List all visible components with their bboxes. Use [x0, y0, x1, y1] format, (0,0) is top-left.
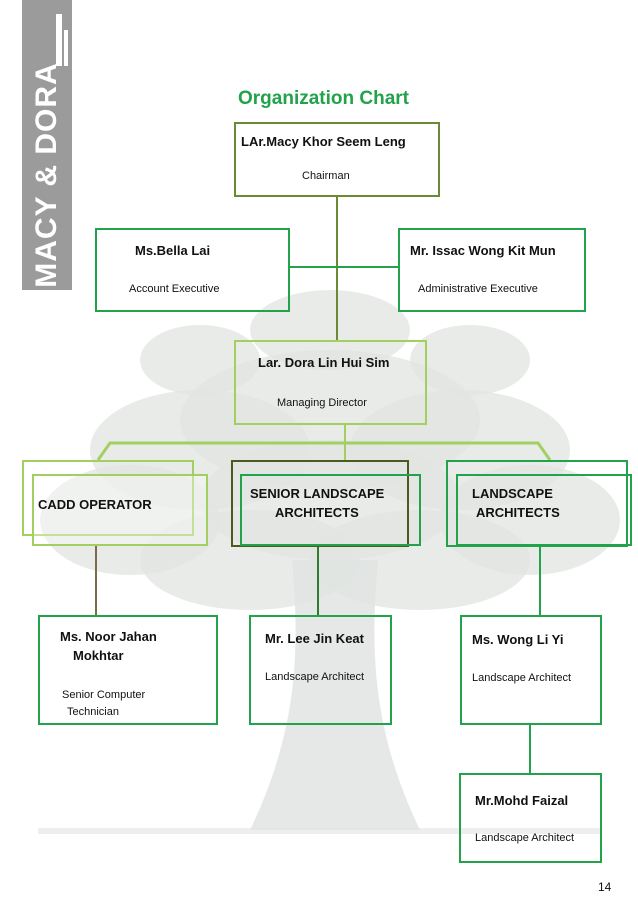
landscape-label-line2: ARCHITECTS	[476, 505, 560, 520]
cadd-label: CADD OPERATOR	[38, 497, 152, 512]
account-exec-name: Ms.Bella Lai	[135, 243, 211, 258]
noor-name-line2: Mokhtar	[73, 648, 124, 663]
lee-box	[249, 615, 392, 725]
account-exec-role: Account Executive	[129, 283, 220, 295]
md-box	[234, 340, 427, 425]
chart-title: Organization Chart	[238, 88, 410, 109]
landscape-box	[456, 474, 632, 546]
md-name: Lar. Dora Lin Hui Sim	[258, 355, 390, 370]
noor-role-line1: Senior Computer	[62, 689, 146, 701]
account-exec-box	[95, 228, 290, 312]
wong-role: Landscape Architect	[472, 672, 572, 684]
senior-box	[240, 474, 421, 546]
cadd-back-box	[22, 460, 194, 536]
tree-shape	[250, 290, 410, 370]
tree-shape	[140, 325, 260, 395]
noor-box	[38, 615, 218, 725]
chairman-box	[234, 122, 440, 197]
faizal-name: Mr.Mohd Faizal	[475, 793, 569, 808]
tree-shape	[410, 325, 530, 395]
wong-box	[460, 615, 602, 725]
landscape-label-line1: LANDSCAPE	[472, 486, 553, 501]
page-number: 14	[598, 880, 612, 894]
brand-band	[22, 0, 72, 290]
admin-exec-role: Administrative Executive	[418, 283, 538, 295]
senior-back-box	[231, 460, 409, 547]
tree-shape	[38, 828, 600, 834]
admin-exec-name: Mr. Issac Wong Kit Mun	[410, 243, 556, 258]
connector-departments-bus	[96, 441, 552, 461]
admin-exec-box	[398, 228, 586, 312]
lee-name: Mr. Lee Jin Keat	[265, 631, 364, 646]
chairman-name: LAr.Macy Khor Seem Leng	[241, 134, 406, 149]
chairman-role: Chairman	[302, 170, 350, 182]
faizal-role: Landscape Architect	[475, 832, 575, 844]
landscape-back-box	[446, 460, 628, 547]
lee-role: Landscape Architect	[265, 671, 365, 683]
senior-label-line1: SENIOR LANDSCAPE	[250, 486, 385, 501]
tree-shape	[250, 560, 420, 830]
noor-role-line2: Technician	[67, 706, 119, 718]
cadd-box	[32, 474, 208, 546]
md-role: Managing Director	[277, 397, 367, 409]
brand-bar-left	[56, 14, 62, 66]
noor-name-line1: Ms. Noor Jahan	[60, 629, 157, 644]
wong-name: Ms. Wong Li Yi	[472, 632, 564, 647]
faizal-box	[459, 773, 602, 863]
brand-bar-right	[64, 30, 68, 66]
senior-label-line2: ARCHITECTS	[275, 505, 359, 520]
